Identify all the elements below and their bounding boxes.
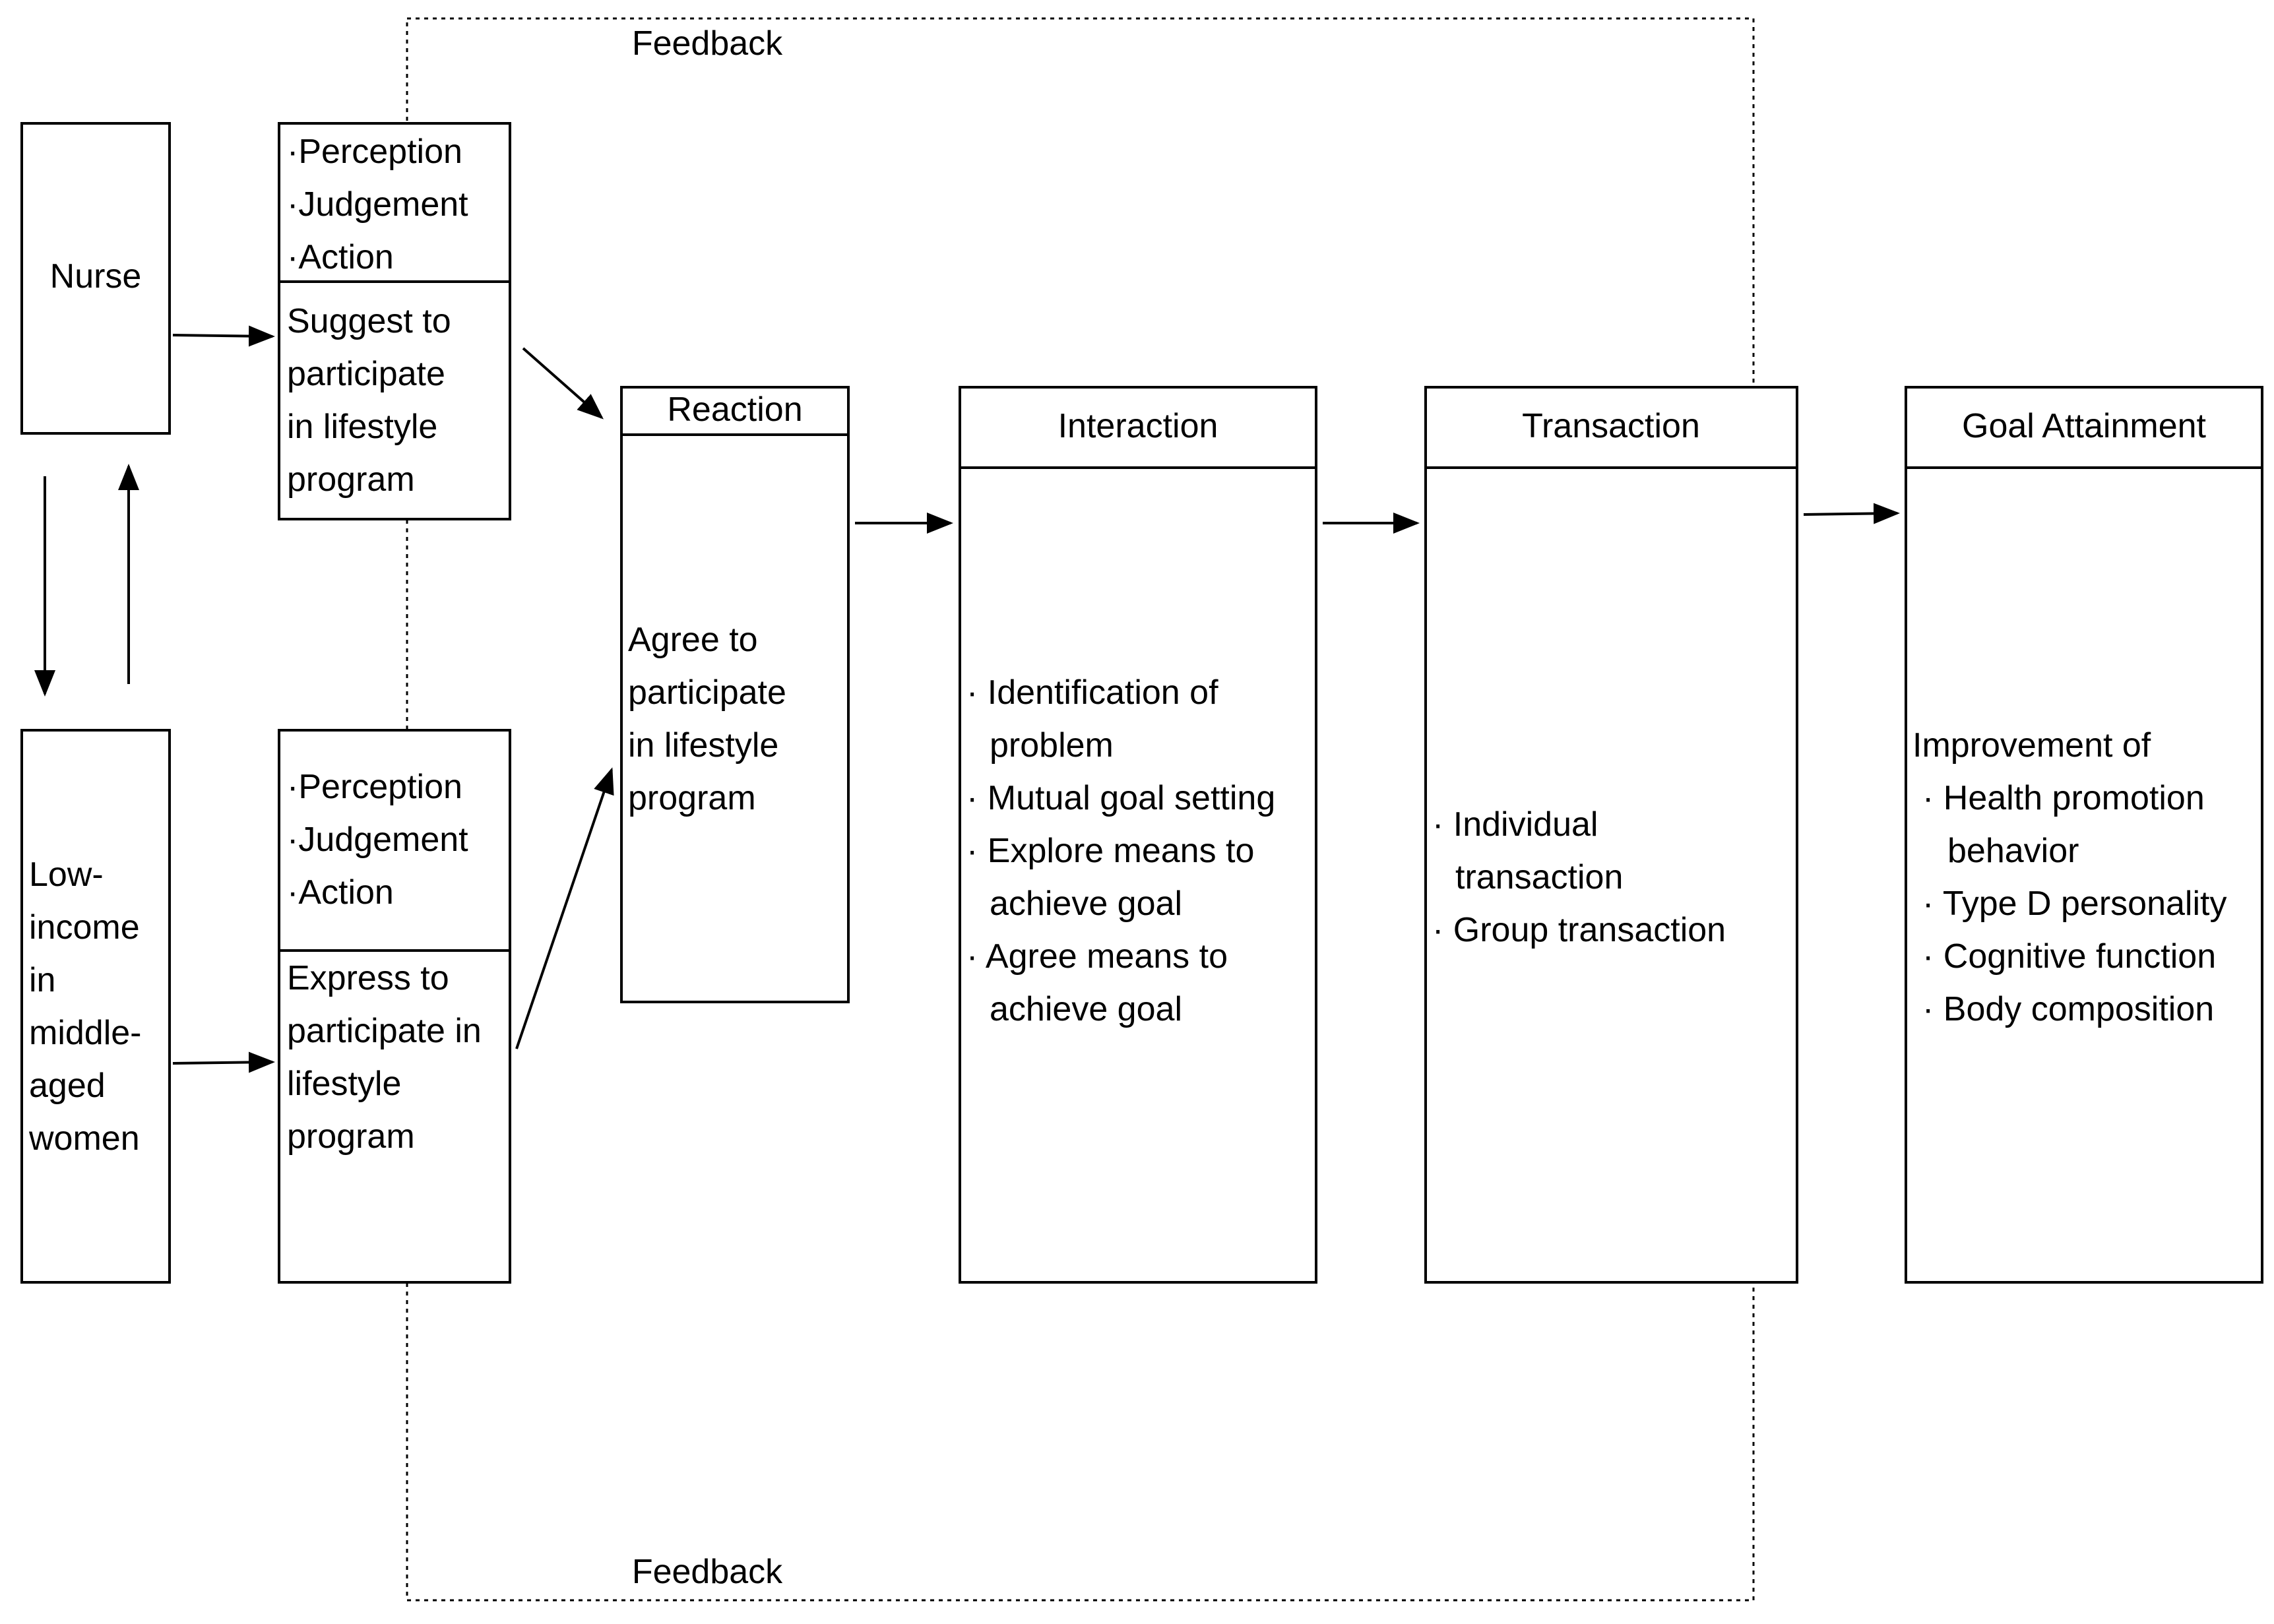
women-process-list: ·Perception ·Judgement ·Action <box>287 768 478 912</box>
arrow-women-to-process <box>172 1051 275 1073</box>
feedback-label-bottom: Feedback <box>632 1553 783 1591</box>
nurse-process-item: ·Judgement <box>287 185 468 224</box>
arrow-transaction-to-goal <box>1803 503 1900 524</box>
nurse-process-item: ·Perception <box>287 133 462 171</box>
transaction-box: Transaction · Individual transaction · G… <box>1424 386 1798 1284</box>
women-box: Low- income in middle- aged women <box>20 729 171 1284</box>
nurse-process-list: ·Perception ·Judgement ·Action <box>287 133 478 276</box>
reaction-body: Agree to participate in lifestyle progra… <box>628 621 796 817</box>
arrow-women-process-to-reaction <box>515 767 614 1049</box>
interaction-box: Interaction · Identification of problem … <box>959 386 1317 1284</box>
nurse-statement: Suggest to participate in lifestyle prog… <box>287 302 460 499</box>
nurse-label: Nurse <box>50 257 142 296</box>
arrow-nurse-process-to-reaction <box>522 347 604 420</box>
goal-attainment-box: Goal Attainment Improvement of · Health … <box>1905 386 2263 1284</box>
women-process-box: ·Perception ·Judgement ·Action Express t… <box>278 729 511 1284</box>
women-statement: Express to participate in lifestyle prog… <box>287 959 491 1156</box>
goal-items: · Health promotion behavior · Type D per… <box>1922 779 2236 1028</box>
women-process-item: ·Judgement <box>287 821 468 859</box>
transaction-body: · Individual transaction · Group transac… <box>1432 805 1726 949</box>
reaction-title: Reaction <box>667 390 802 429</box>
women-process-item: ·Perception <box>287 768 462 806</box>
nurse-process-box: ·Perception ·Judgement ·Action Suggest t… <box>278 122 511 520</box>
interaction-title: Interaction <box>1058 407 1218 445</box>
women-process-item: ·Action <box>287 873 394 912</box>
arrow-nurse-to-process <box>172 325 275 347</box>
goal-title: Goal Attainment <box>1962 407 2207 445</box>
women-label: Low- income in middle- aged women <box>28 856 151 1158</box>
transaction-title: Transaction <box>1522 407 1700 445</box>
interaction-body: · Identification of problem · Mutual goa… <box>966 673 1285 1028</box>
nurse-box: Nurse <box>20 122 171 435</box>
reaction-box: Reaction Agree to participate in lifesty… <box>620 386 850 1003</box>
nurse-process-item: ·Action <box>287 238 394 276</box>
feedback-label-top: Feedback <box>632 24 783 63</box>
goal-intro: Improvement of <box>1912 726 2151 765</box>
